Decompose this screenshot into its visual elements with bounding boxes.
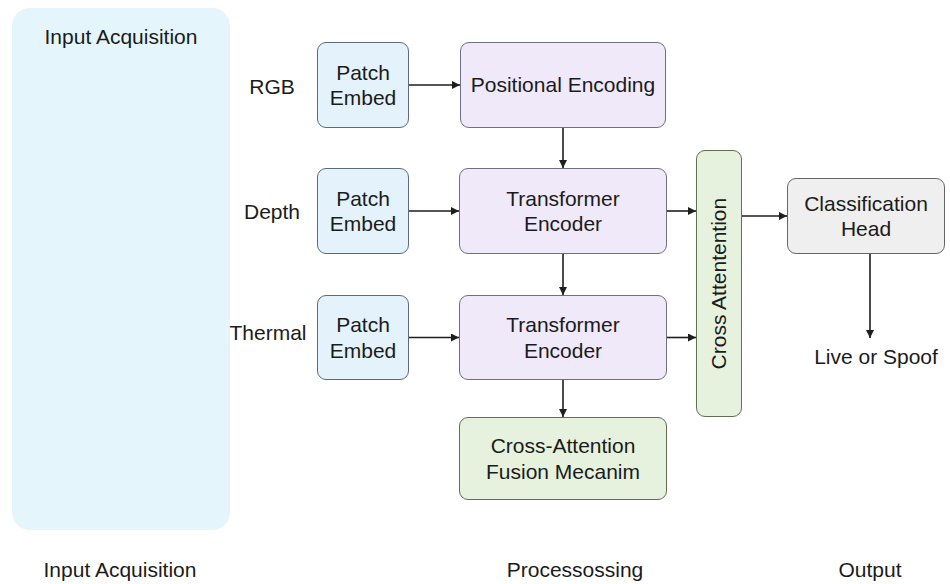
input-panel: Input Acquisition	[12, 8, 230, 530]
box-label: Classification Head	[796, 191, 936, 241]
output-arrow	[869, 254, 871, 338]
flow-arrow	[409, 210, 459, 212]
flow-arrow	[562, 128, 564, 168]
flow-arrow	[562, 254, 564, 295]
flow-arrow	[667, 210, 696, 212]
output-label: Live or Spoof	[814, 344, 938, 369]
process-box: Transformer Encoder	[459, 168, 667, 254]
flow-arrow	[562, 380, 564, 417]
flow-arrow	[409, 337, 459, 339]
panel-heading: Input Acquisition	[45, 24, 198, 49]
row-label: RGB	[249, 74, 295, 99]
process-box: Patch Embed	[317, 295, 409, 380]
process-box: Patch Embed	[317, 42, 409, 128]
connector-group	[409, 85, 787, 417]
process-box: Cross-Attention Fusion Mecanim	[459, 417, 667, 500]
process-box: Positional Encoding	[460, 42, 666, 128]
box-label: Patch Embed	[326, 60, 400, 110]
flow-arrow	[742, 215, 787, 217]
section-label: Input Acquisition	[44, 557, 197, 582]
flow-arrow	[409, 84, 460, 86]
flow-arrow	[667, 337, 696, 339]
process-box: Patch Embed	[317, 168, 409, 254]
box-label: Cross Attentention	[706, 198, 731, 370]
row-label: Depth	[244, 199, 300, 224]
process-box: Classification Head	[787, 178, 945, 254]
section-label: Output	[838, 557, 901, 582]
box-label: Transformer Encoder	[468, 186, 658, 236]
box-label: Patch Embed	[326, 312, 400, 362]
box-label: Transformer Encoder	[468, 312, 658, 362]
row-label: Thermal	[229, 320, 306, 345]
section-label: Processossing	[507, 557, 644, 582]
box-label: Cross-Attention Fusion Mecanim	[468, 433, 658, 483]
attention-bar: Cross Attentention	[696, 150, 742, 417]
process-box: Transformer Encoder	[459, 295, 667, 380]
box-label: Positional Encoding	[471, 72, 655, 97]
box-label: Patch Embed	[326, 186, 400, 236]
